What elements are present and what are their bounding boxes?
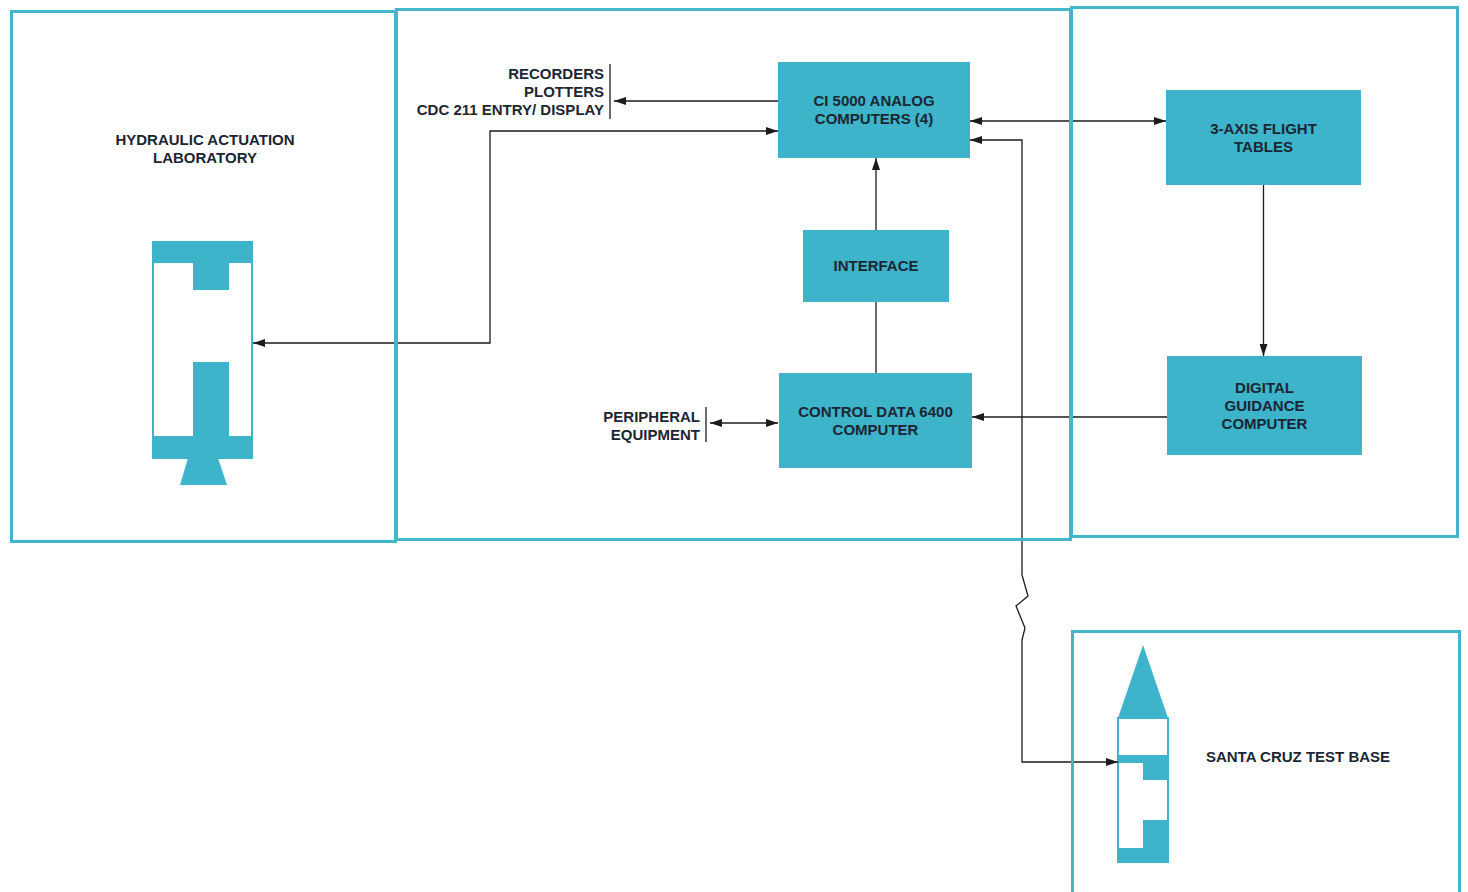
computer-region: CI 5000 ANALOG COMPUTERS (4) INTERFACE CON… <box>395 8 1072 541</box>
signal-line <box>970 140 1118 762</box>
simulation-region: 3-AXIS FLIGHT TABLES DIGITAL GUIDANCE COM… <box>1070 6 1459 538</box>
rocket-illustration <box>1118 645 1168 862</box>
region-title: SANTA CRUZ TEST BASE <box>1198 748 1398 766</box>
actuator-illustration <box>153 242 252 485</box>
process-box: 3-AXIS FLIGHT TABLES <box>1166 90 1361 185</box>
box-label: 3-AXIS FLIGHT TABLES <box>1209 120 1319 156</box>
signal-line <box>1263 185 1264 356</box>
signal-line <box>970 120 1166 121</box>
process-box: CI 5000 ANALOG COMPUTERS (4) <box>778 62 970 158</box>
box-label: CI 5000 ANALOG COMPUTERS (4) <box>799 92 949 128</box>
signal-line <box>875 302 876 373</box>
box-label: CONTROL DATA 6400 COMPUTER <box>796 403 956 439</box>
region-title: HYDRAULIC ACTUATION LABORATORY <box>95 131 315 167</box>
device-label: CDC 211 ENTRY/ DISPLAY <box>364 101 604 119</box>
device-label: RECORDERS <box>404 65 604 83</box>
device-label: PLOTTERS <box>404 83 604 101</box>
process-box: INTERFACE <box>803 230 949 302</box>
lab-region: HYDRAULIC ACTUATION LABORATORY <box>10 10 397 543</box>
box-label: DIGITAL GUIDANCE COMPUTER <box>1195 379 1335 433</box>
process-box: DIGITAL GUIDANCE COMPUTER <box>1167 356 1362 455</box>
test-base-region: SANTA CRUZ TEST BASE <box>1071 630 1461 892</box>
device-label: PERIPHERAL EQUIPMENT <box>580 408 700 444</box>
box-label: INTERFACE <box>833 257 918 275</box>
signal-line <box>253 131 778 343</box>
process-box: CONTROL DATA 6400 COMPUTER <box>779 373 972 468</box>
signal-line <box>875 158 876 230</box>
group-bracket <box>705 407 706 442</box>
output-arrow <box>614 100 778 101</box>
group-bracket <box>609 64 610 119</box>
io-arrow <box>710 422 778 423</box>
